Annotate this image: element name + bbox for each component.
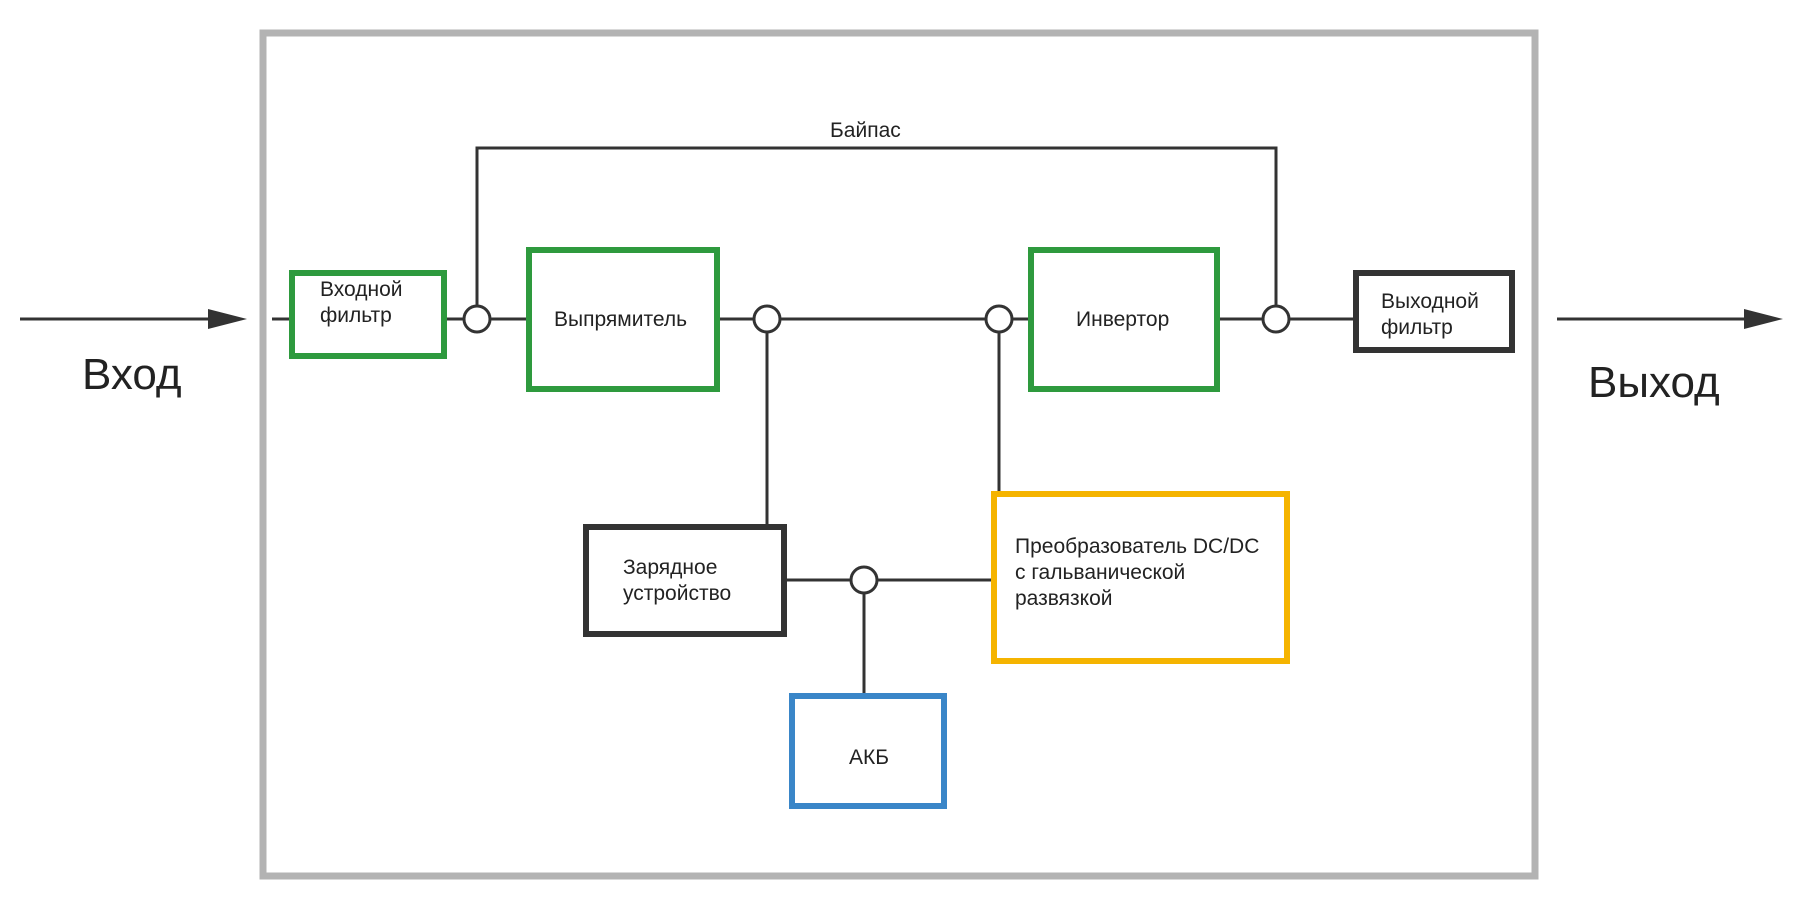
block-rectifier: Выпрямитель	[526, 247, 720, 392]
block-label-line: Выпрямитель	[554, 308, 687, 331]
input-arrow	[20, 309, 247, 329]
svg-text:Преобразователь DC/DCс гальван: Преобразователь DC/DC с гальванической раз…	[1015, 535, 1259, 610]
output-arrow	[1557, 309, 1783, 329]
block-label-line: устройство	[623, 582, 731, 605]
block-output-filter: Выходной фильтр	[1353, 270, 1515, 353]
junction-node	[752, 304, 782, 334]
block-label-line: развязкой	[1015, 587, 1113, 610]
block-inverter: Инвертор	[1028, 247, 1220, 392]
junction-node	[849, 565, 879, 595]
block-label-line: фильтр	[320, 304, 392, 327]
bypass-label: Байпас	[830, 119, 901, 142]
block-label-line: Преобразователь DC/DC	[1015, 535, 1259, 558]
block-label-line: АКБ	[849, 746, 889, 769]
block-label-line: Входной	[320, 278, 403, 301]
connection-lines	[272, 146, 1356, 696]
junction-node	[984, 304, 1014, 334]
block-label-line: с гальванической	[1015, 561, 1185, 584]
block-label-line: Зарядное	[623, 556, 717, 579]
ups-frame	[259, 29, 1539, 880]
svg-text:Выпрямитель: Выпрямитель	[554, 308, 687, 331]
block-label-line: Выходной	[1381, 290, 1479, 313]
block-input-filter: Входной фильтр	[289, 270, 447, 359]
block-label-line: фильтр	[1381, 316, 1453, 339]
block-battery: АКБ	[789, 693, 947, 809]
junction-node	[1261, 304, 1291, 334]
input-label: Вход	[82, 350, 182, 399]
junction-nodes	[462, 304, 1291, 595]
svg-text:Инвертор: Инвертор	[1076, 308, 1169, 331]
block-dcdc-converter: Преобразователь DC/DC с гальванической раз…	[991, 491, 1290, 664]
block-charger: Зарядное устройство	[583, 524, 787, 637]
block-label-line: Инвертор	[1076, 308, 1169, 331]
junction-node	[462, 304, 492, 334]
output-label: Выход	[1588, 358, 1720, 407]
svg-text:АКБ: АКБ	[849, 746, 889, 769]
